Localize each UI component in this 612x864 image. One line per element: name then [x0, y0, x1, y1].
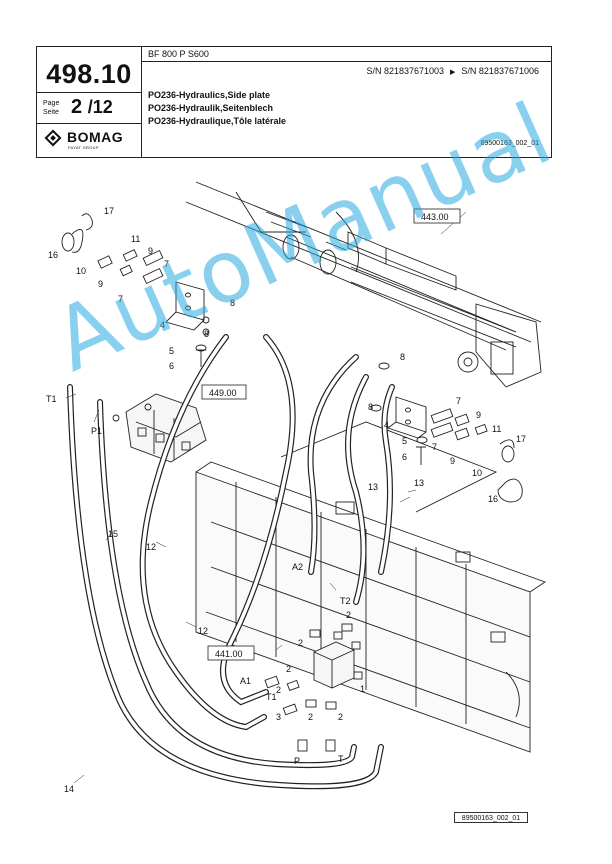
- label-9: 9: [476, 410, 481, 420]
- label-16: 16: [48, 250, 58, 260]
- serial-to: S/N 821837671006: [461, 66, 539, 76]
- label-16: 16: [488, 494, 498, 504]
- label-4: 4: [160, 320, 165, 330]
- page-number: 2 /12: [71, 96, 113, 119]
- logo-diamond-icon: [44, 129, 62, 147]
- header-left-column: 498.10 Page Seite 2 /12 BOMAG FAYAT GROU…: [37, 47, 142, 157]
- callout-441: 441.00: [215, 649, 243, 659]
- assembly-titles: PO236-Hydraulics,Side plate PO236-Hydrau…: [148, 89, 286, 128]
- callout-443: 443.00: [421, 212, 449, 222]
- label-t2: T2: [340, 596, 351, 606]
- label-8: 8: [400, 352, 405, 362]
- parts-header: 498.10 Page Seite 2 /12 BOMAG FAYAT GROU…: [36, 46, 552, 158]
- label-6: 6: [402, 452, 407, 462]
- exploded-parts-drawing: 443.00 449.00 441.00 17 16 11 9 10 9 7 7…: [36, 172, 566, 822]
- label-2: 2: [308, 712, 313, 722]
- label-15: 15: [108, 529, 118, 539]
- label-2: 2: [276, 685, 281, 695]
- label-2: 2: [286, 664, 291, 674]
- label-9: 9: [98, 279, 103, 289]
- label-14: 14: [64, 784, 74, 794]
- label-t1: T1: [46, 394, 57, 404]
- label-11: 11: [131, 234, 140, 244]
- label-10: 10: [472, 468, 482, 478]
- label-p1: P1: [91, 426, 102, 436]
- label-8: 8: [204, 329, 209, 339]
- title-german: PO236-Hydraulik,Seitenblech: [148, 103, 274, 113]
- page-total: /12: [87, 97, 113, 117]
- label-17: 17: [104, 206, 114, 216]
- page-label-en: Page: [43, 100, 60, 107]
- label-a1: A1: [240, 676, 251, 686]
- machine-model: BF 800 P S600: [148, 49, 209, 59]
- page-current: 2: [71, 96, 83, 118]
- label-9: 9: [148, 246, 153, 256]
- label-6: 6: [169, 361, 174, 371]
- part-number: 498.10: [37, 47, 141, 93]
- label-12: 12: [198, 626, 208, 636]
- label-13: 13: [414, 478, 424, 488]
- serial-range: S/N 821837671003 ▶ S/N 821837671006: [366, 66, 539, 76]
- title-english: PO236-Hydraulics,Side plate: [148, 90, 271, 100]
- bomag-logo: BOMAG FAYAT GROUP: [37, 123, 141, 157]
- logo-text: BOMAG: [67, 129, 124, 145]
- label-2: 2: [298, 638, 303, 648]
- model-row: BF 800 P S600: [141, 47, 551, 62]
- label-5: 5: [402, 436, 407, 446]
- label-7: 7: [118, 294, 123, 304]
- footer-drawing-ref: 89500163_002_01: [454, 812, 528, 823]
- callout-449: 449.00: [209, 388, 237, 398]
- label-7: 7: [164, 259, 169, 269]
- label-3: 3: [276, 712, 281, 722]
- label-13: 13: [368, 482, 378, 492]
- label-1: 1: [360, 684, 365, 694]
- hydraulics-diagram: 443.00 449.00 441.00 17 16 11 9 10 9 7 7…: [46, 181, 546, 794]
- label-2: 2: [338, 712, 343, 722]
- label-8: 8: [230, 298, 235, 308]
- logo-subtext: FAYAT GROUP: [68, 145, 99, 150]
- serial-from: S/N 821837671003: [366, 66, 445, 76]
- label-5: 5: [169, 346, 174, 356]
- page-label: Page Seite: [43, 99, 59, 117]
- arrow-right-icon: ▶: [450, 69, 456, 76]
- page-label-de: Seite: [43, 109, 59, 116]
- label-a2: A2: [292, 562, 303, 572]
- label-t: T: [338, 754, 344, 764]
- label-t1: T1: [266, 692, 277, 702]
- label-12: 12: [146, 542, 156, 552]
- page-indicator: Page Seite 2 /12: [37, 93, 141, 124]
- label-17: 17: [516, 434, 526, 444]
- label-8: 8: [368, 402, 373, 412]
- label-10: 10: [76, 266, 86, 276]
- label-7: 7: [432, 442, 437, 452]
- label-9: 9: [450, 456, 455, 466]
- label-7: 7: [456, 396, 461, 406]
- title-french: PO236-Hydraulique,Tôle latérale: [148, 116, 287, 126]
- label-2: 2: [346, 610, 351, 620]
- label-11: 11: [492, 424, 501, 434]
- label-p: P: [294, 756, 300, 766]
- label-4: 4: [384, 420, 389, 430]
- header-drawing-number: 89500163_002_01: [480, 140, 539, 147]
